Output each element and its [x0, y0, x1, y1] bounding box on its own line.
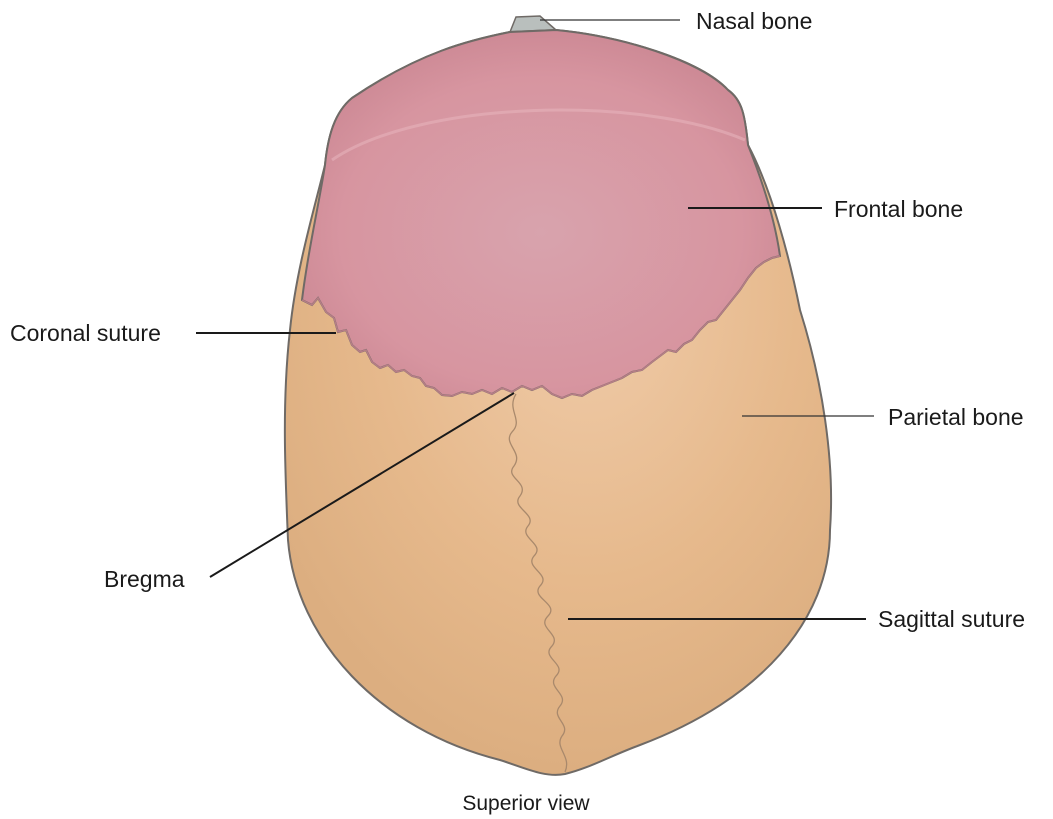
- sagittal-suture-label: Sagittal suture: [878, 606, 1025, 632]
- nasal-bone-label: Nasal bone: [696, 8, 812, 34]
- frontal-bone-label: Frontal bone: [834, 196, 963, 222]
- parietal-bone-label: Parietal bone: [888, 404, 1024, 430]
- view-caption: Superior view: [462, 792, 590, 815]
- bregma-label: Bregma: [104, 566, 185, 592]
- coronal-suture-label: Coronal suture: [10, 320, 161, 346]
